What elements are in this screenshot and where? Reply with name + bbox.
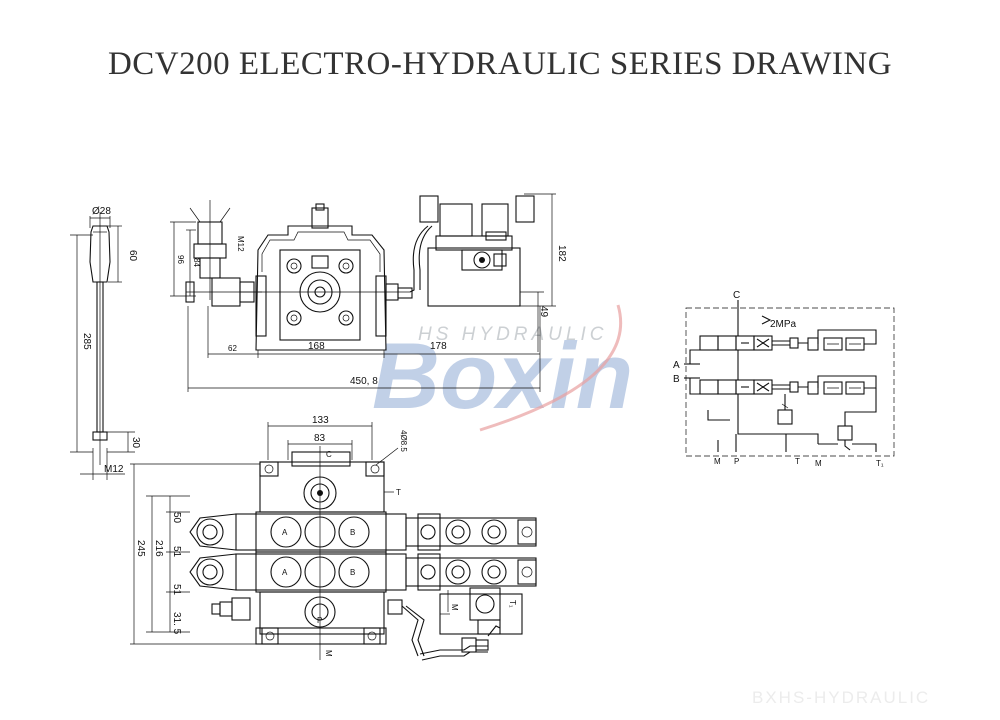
watermark-swoosh <box>479 304 623 432</box>
side-view: M12 <box>170 193 567 392</box>
top-h51b-dim: 51 <box>171 584 182 596</box>
top-h50-dim: 50 <box>171 512 182 524</box>
top-port-t: T <box>396 488 401 497</box>
handle-dia-dim: Ø28 <box>92 206 111 217</box>
handle-stud-dim: 30 <box>130 437 141 449</box>
hydraulic-schematic: C 2MPa A B <box>673 290 895 468</box>
top-view: 133 83 4Ø8.5 C T A B <box>130 415 537 661</box>
top-w83-dim: 83 <box>314 433 326 444</box>
schem-port-c: C <box>733 290 740 301</box>
top-sol-t: T₁ <box>508 600 517 608</box>
handle-length-dim: 285 <box>81 333 92 350</box>
top-sol-m: M <box>450 604 459 611</box>
schem-bottom-t1: T₁ <box>876 459 884 468</box>
side-h96-dim: 96 <box>176 255 185 264</box>
top-port-p: P <box>317 616 322 625</box>
schem-relief: 2MPa <box>770 319 797 330</box>
side-w62-dim: 62 <box>228 344 237 353</box>
top-port-b2: B <box>350 568 355 577</box>
schem-bottom-m: M <box>714 457 721 466</box>
watermark-sub: HS HYDRAULIC <box>418 324 607 345</box>
schem-bottom-p: P <box>734 457 739 466</box>
top-port-a2: A <box>282 568 288 577</box>
side-w168-dim: 168 <box>308 341 325 352</box>
top-hole-dim: 4Ø8.5 <box>399 430 408 452</box>
top-port-b1: B <box>350 528 355 537</box>
top-port-a1: A <box>282 528 288 537</box>
corner-watermark: BXHS-HYDRAULIC <box>752 688 931 707</box>
side-h182-dim: 182 <box>556 245 567 262</box>
handle-view: Ø28 60 285 30 M12 <box>70 206 141 480</box>
schem-port-a: A <box>673 360 680 371</box>
schem-bottom-m2: M <box>815 459 822 468</box>
top-w133-dim: 133 <box>312 415 329 426</box>
schem-port-b: B <box>673 374 680 385</box>
top-h31-dim: 31. 5 <box>171 612 182 635</box>
schem-bottom-t: T <box>795 457 800 466</box>
side-h84-dim: 84 <box>192 258 201 267</box>
side-knob-thread-dim: M12 <box>236 236 245 252</box>
handle-grip-dim: 60 <box>127 250 138 262</box>
top-h245-dim: 245 <box>135 540 146 557</box>
top-port-c: C <box>326 450 332 459</box>
top-port-m: M <box>324 650 333 657</box>
side-w178-dim: 178 <box>430 341 447 352</box>
side-h49-dim: 49 <box>538 306 549 318</box>
top-h51a-dim: 51 <box>171 546 182 558</box>
watermark-brand: Boxin <box>372 323 633 428</box>
top-h216-dim: 216 <box>153 540 164 557</box>
watermark-logo: Boxin HS HYDRAULIC <box>372 304 633 432</box>
page-title: DCV200 ELECTRO-HYDRAULIC SERIES DRAWING <box>107 46 893 82</box>
handle-thread-dim: M12 <box>104 464 124 475</box>
side-total-dim: 450, 8 <box>350 376 378 387</box>
